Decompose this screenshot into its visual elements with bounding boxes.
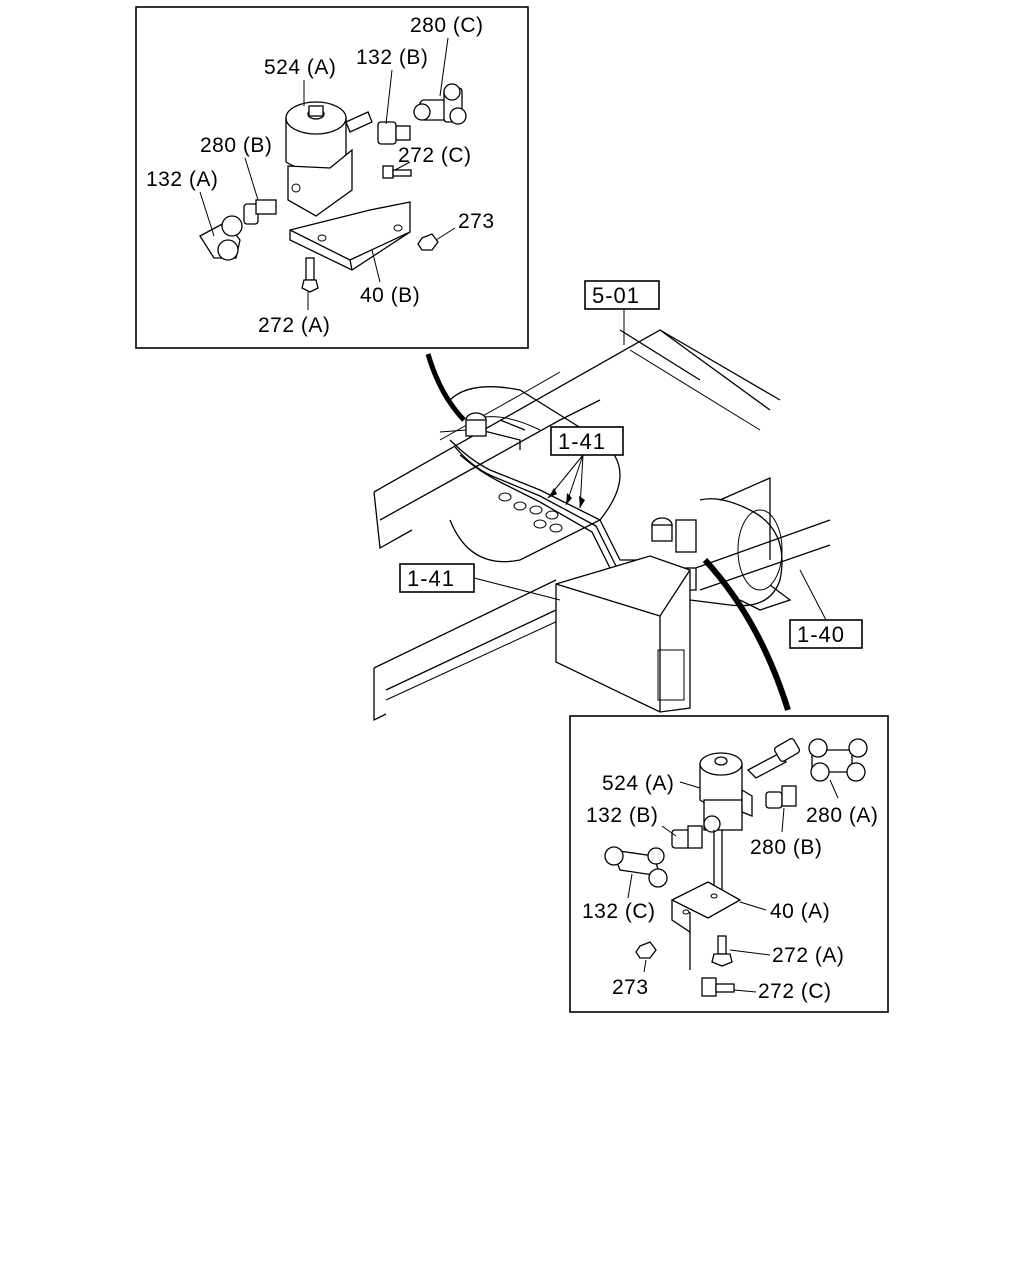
nut-273-bottom[interactable]: [635, 941, 657, 959]
nut-273-top[interactable]: [417, 233, 439, 251]
svg-text:1-41: 1-41: [558, 429, 606, 454]
tee-132c-bottom[interactable]: [604, 846, 668, 888]
label-132c-bottom: 132 (C): [582, 900, 656, 923]
solenoid-valve-left: [439, 412, 487, 437]
nipple-132b-bottom[interactable]: [671, 825, 703, 849]
bolt-272a-bottom[interactable]: [711, 935, 733, 967]
upper-frame-rail: [373, 329, 781, 550]
label-132a-top: 132 (A): [146, 168, 218, 191]
tank-holes: [498, 492, 563, 533]
label-280a-bottom: 280 (A): [806, 804, 878, 827]
label-280b-top: 280 (B): [200, 134, 272, 157]
label-280c-top: 280 (C): [410, 14, 484, 37]
bolt-272c-top[interactable]: [382, 165, 412, 179]
ref-5-01[interactable]: 5-01: [584, 280, 660, 345]
tee-280c-top[interactable]: [413, 83, 467, 125]
label-272c-top: 272 (C): [398, 144, 472, 167]
chassis-view: 5-01 1-41 1-41 1-40: [373, 280, 863, 722]
label-272c-bottom: 272 (C): [758, 980, 832, 1003]
top-inset: 524 (A) 132 (B) 280 (C) 280 (B) 132 (A) …: [135, 6, 529, 349]
bracket-top[interactable]: [289, 201, 411, 271]
label-132b-top: 132 (B): [356, 46, 428, 69]
bolt-272a-top[interactable]: [301, 257, 319, 293]
air-tank-right: [689, 498, 792, 611]
label-272a-bottom: 272 (A): [772, 944, 844, 967]
svg-text:1-41: 1-41: [407, 566, 455, 591]
bottom-inset: 524 (A) 132 (B) 280 (A) 280 (B) 132 (C) …: [569, 715, 889, 1013]
ref-1-41-pipes[interactable]: 1-41: [547, 426, 624, 509]
bolt-272c-bottom[interactable]: [701, 977, 735, 997]
nipple-132b-top[interactable]: [377, 121, 411, 145]
label-273-bottom: 273: [612, 976, 649, 999]
battery-box: [555, 555, 691, 713]
label-524a-top: 524 (A): [264, 56, 336, 79]
tee-280a-bottom[interactable]: [808, 738, 868, 782]
svg-text:5-01: 5-01: [592, 283, 640, 308]
fitting-280b-bottom[interactable]: [765, 785, 797, 809]
fitting-280b-top[interactable]: [243, 199, 277, 225]
solenoid-valve-top[interactable]: [285, 101, 373, 217]
label-40a-bottom: 40 (A): [770, 900, 830, 923]
hose-fitting-bottom[interactable]: [746, 738, 801, 779]
ref-1-41-box[interactable]: 1-41: [399, 563, 561, 601]
label-280b-bottom: 280 (B): [750, 836, 822, 859]
label-132b-bottom: 132 (B): [586, 804, 658, 827]
label-524a-bottom: 524 (A): [602, 772, 674, 795]
label-272a-top: 272 (A): [258, 314, 330, 337]
label-40b-top: 40 (B): [360, 284, 420, 307]
solenoid-valve-bottom[interactable]: [699, 752, 753, 890]
bottom-inset-leader: [702, 557, 791, 711]
air-pipes: [449, 419, 650, 573]
top-inset-leader: [425, 353, 466, 422]
elbow-132a-top[interactable]: [199, 215, 243, 261]
bracket-40a-bottom[interactable]: [670, 881, 742, 970]
svg-text:1-40: 1-40: [797, 622, 845, 647]
ref-1-40[interactable]: 1-40: [789, 569, 863, 649]
label-273-top: 273: [458, 210, 495, 233]
